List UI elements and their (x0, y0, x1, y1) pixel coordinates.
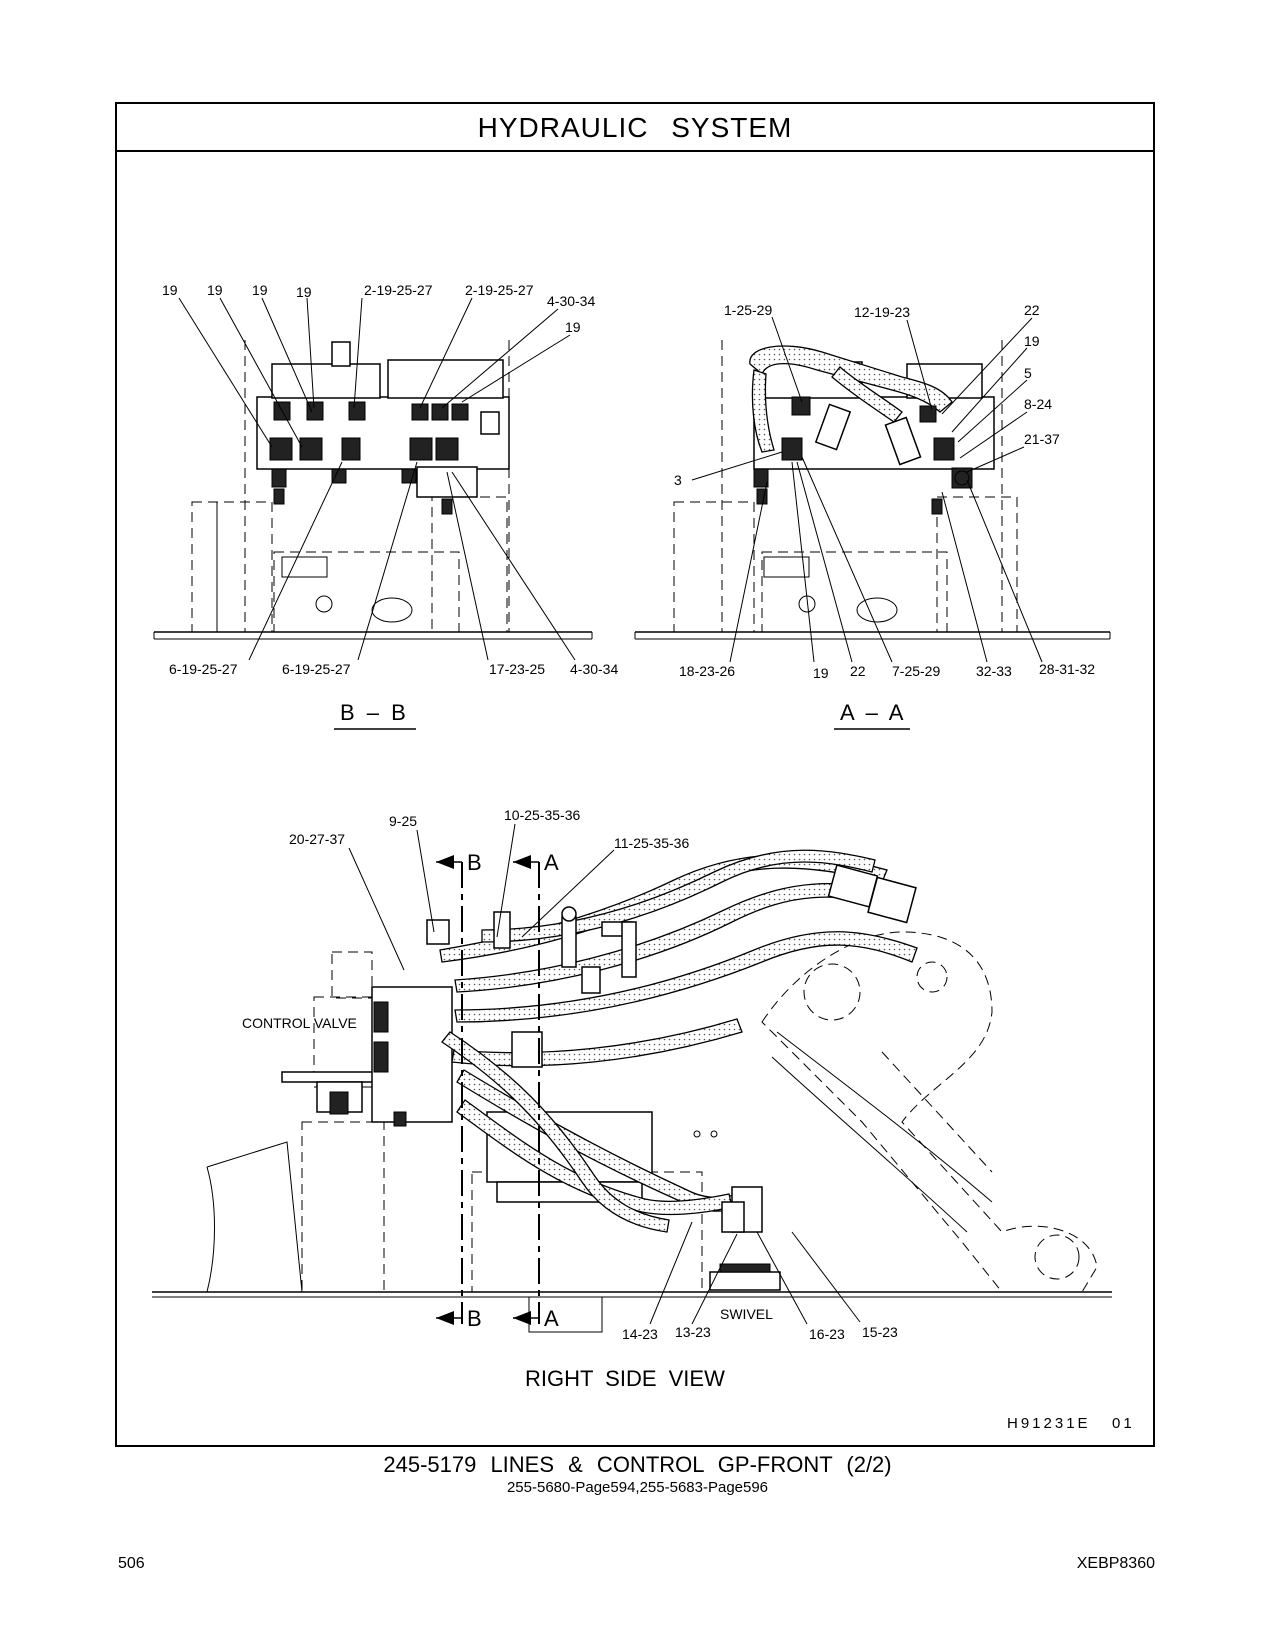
section-b-top: B (467, 850, 482, 875)
callout-label: 2-19-25-27 (465, 282, 534, 298)
callout-label: 8-24 (1024, 396, 1052, 412)
page-title: HYDRAULIC SYSTEM (477, 112, 793, 143)
callout-label: 28-31-32 (1039, 661, 1095, 677)
callout-label: 19 (252, 282, 268, 298)
parts-diagram: 19 19 19 19 2-19-25-27 2-19-25-27 4-30-3… (152, 282, 1135, 1432)
bb-callouts: 19 19 19 19 2-19-25-27 2-19-25-27 4-30-3… (162, 282, 618, 677)
control-valve-label: CONTROL VALVE (242, 1015, 357, 1031)
side-leader-lines (348, 823, 861, 1325)
swivel-label: SWIVEL (720, 1306, 773, 1322)
callout-label: 4-30-34 (547, 293, 595, 309)
title-bar: HYDRAULIC SYSTEM (117, 104, 1153, 152)
aa-leader-lines (691, 316, 1043, 663)
caption-title: 245-5179 LINES & CONTROL GP-FRONT (2/2) (383, 1452, 892, 1477)
view-side-label: RIGHT SIDE VIEW (525, 1366, 725, 1391)
document-code: XEBP8360 (1076, 1555, 1155, 1572)
callout-label: 3 (674, 472, 682, 488)
callout-label: 7-25-29 (892, 663, 940, 679)
callout-label: 19 (207, 282, 223, 298)
callout-label: 22 (1024, 302, 1040, 318)
side-callouts: 20-27-37 9-25 10-25-35-36 11-25-35-36 14… (289, 807, 898, 1342)
callout-label: 19 (565, 319, 581, 335)
callout-label: 9-25 (389, 813, 417, 829)
callout-label: 1-25-29 (724, 302, 772, 318)
view-bb-label: B – B (340, 700, 406, 725)
callout-label: 19 (1024, 333, 1040, 349)
callout-label: 19 (813, 665, 829, 681)
callout-label: 21-37 (1024, 431, 1060, 447)
right-side-view: SWIVEL CONTROL VALVE B A B A (152, 807, 1112, 1391)
section-a-bottom: A (544, 1306, 559, 1331)
bb-leader-lines (178, 297, 576, 661)
callout-label: 32-33 (976, 663, 1012, 679)
callout-label: 19 (296, 284, 312, 300)
callout-label: 10-25-35-36 (504, 807, 580, 823)
section-a-top: A (544, 850, 559, 875)
drawing-frame: HYDRAULIC SYSTEM (115, 102, 1155, 1447)
callout-label: 2-19-25-27 (364, 282, 433, 298)
callout-label: 14-23 (622, 1326, 658, 1342)
callout-label: 6-19-25-27 (169, 661, 238, 677)
callout-label: 11-25-35-36 (614, 835, 689, 851)
caption-subtitle: 255-5680-Page594,255-5683-Page596 (506, 1479, 769, 1496)
callout-label: 16-23 (809, 1326, 845, 1342)
drawing-id: H91231E 01 (1007, 1415, 1135, 1432)
callout-label: 17-23-25 (489, 661, 545, 677)
view-aa-label: A – A (840, 700, 904, 725)
callout-label: 18-23-26 (679, 663, 735, 679)
callout-label: 12-19-23 (854, 304, 910, 320)
aa-callouts: 1-25-29 12-19-23 22 19 5 8-24 21-37 3 18… (674, 302, 1095, 681)
callout-label: 5 (1024, 365, 1032, 381)
callout-label: 4-30-34 (570, 661, 618, 677)
section-b-bottom: B (467, 1306, 482, 1331)
view-bb: 19 19 19 19 2-19-25-27 2-19-25-27 4-30-3… (153, 282, 618, 730)
view-aa: 1-25-29 12-19-23 22 19 5 8-24 21-37 3 18… (634, 302, 1111, 730)
callout-label: 22 (850, 663, 866, 679)
callout-label: 20-27-37 (289, 831, 345, 847)
caption: 245-5179 LINES & CONTROL GP-FRONT (2/2) … (0, 1452, 1275, 1496)
callout-label: 6-19-25-27 (282, 661, 351, 677)
page-number: 506 (118, 1555, 145, 1572)
callout-label: 15-23 (862, 1324, 898, 1340)
callout-label: 19 (162, 282, 178, 298)
callout-label: 13-23 (675, 1324, 711, 1340)
